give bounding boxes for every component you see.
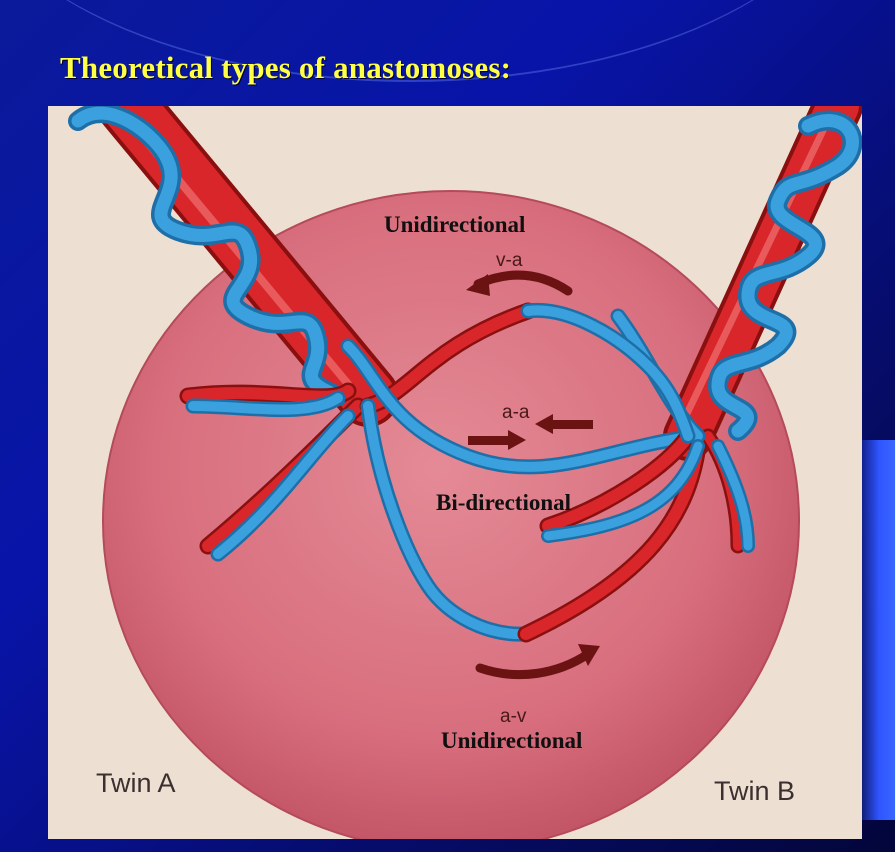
label-unidirectional-top: Unidirectional — [384, 212, 525, 237]
label-aa: a-a — [502, 402, 530, 423]
anastomoses-figure: Unidirectional v-a a-a Bi-directional a-… — [48, 106, 862, 839]
label-av: a-v — [500, 706, 527, 727]
label-va: v-a — [496, 250, 523, 271]
slide-title: Theoretical types of anastomoses: — [60, 50, 511, 86]
label-twin-b: Twin B — [714, 776, 795, 806]
label-unidirectional-bottom: Unidirectional — [441, 728, 582, 753]
anastomoses-diagram: Unidirectional v-a a-a Bi-directional a-… — [48, 106, 862, 839]
label-twin-a: Twin A — [96, 768, 176, 798]
label-bidirectional: Bi-directional — [436, 490, 571, 515]
